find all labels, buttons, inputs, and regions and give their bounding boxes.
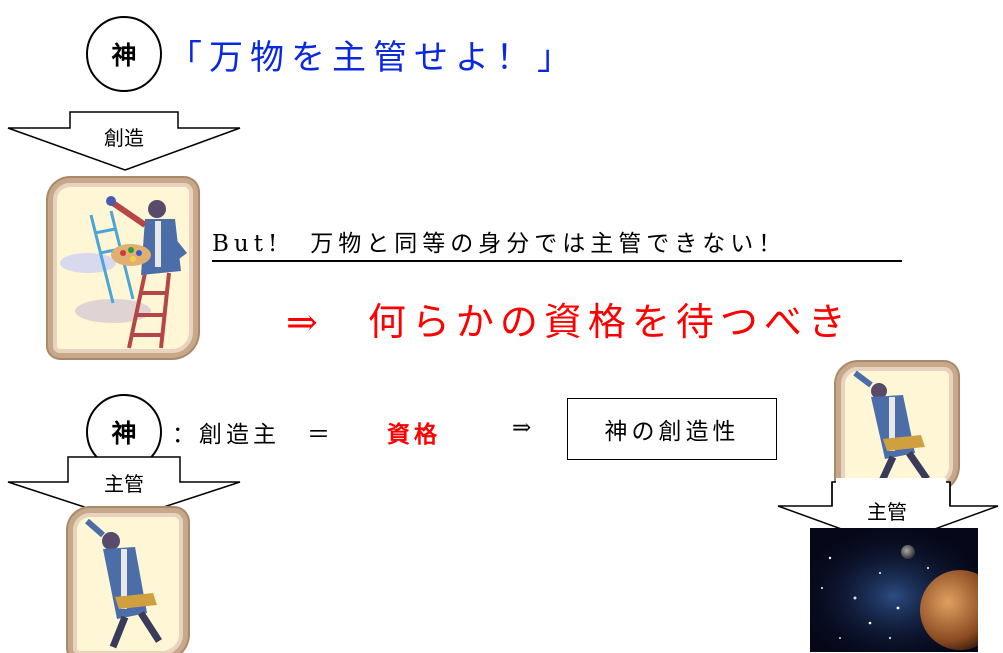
reaching-man-clipart-left [68, 508, 188, 653]
limitation-statement: But! 万物と同等の身分では主管できない！ [212, 224, 902, 262]
artist-painting-icon [60, 196, 187, 349]
starry-space-image [810, 528, 978, 652]
god-creativity-box: 神の創造性 [567, 398, 777, 460]
space-scene-icon [810, 528, 978, 652]
reaching-man-icon [85, 518, 162, 649]
creator-equals: ：創造主 ＝ [172, 422, 334, 448]
creation-arrow [7, 111, 241, 171]
qualification-word: 資格 [387, 421, 441, 448]
reaching-man-icon-right [853, 370, 930, 485]
god-circle-top: 神 [86, 16, 162, 92]
artist-painting-clipart [48, 178, 198, 358]
dominion-arrow-left-label: 主管 [104, 472, 144, 496]
dominion-arrow-right-label: 主管 [867, 500, 907, 524]
command-quote: 「万物を主管せよ！」 [168, 38, 578, 78]
reaching-man-clipart-right [836, 362, 958, 492]
creation-arrow-label: 創造 [104, 126, 144, 150]
implies-arrow: ⇒ [512, 415, 536, 441]
dominion-arrow-left [7, 456, 241, 521]
conclusion-text: ⇒ 何らかの資格を待つべき [286, 300, 852, 344]
dominion-arrow-right [777, 478, 999, 547]
